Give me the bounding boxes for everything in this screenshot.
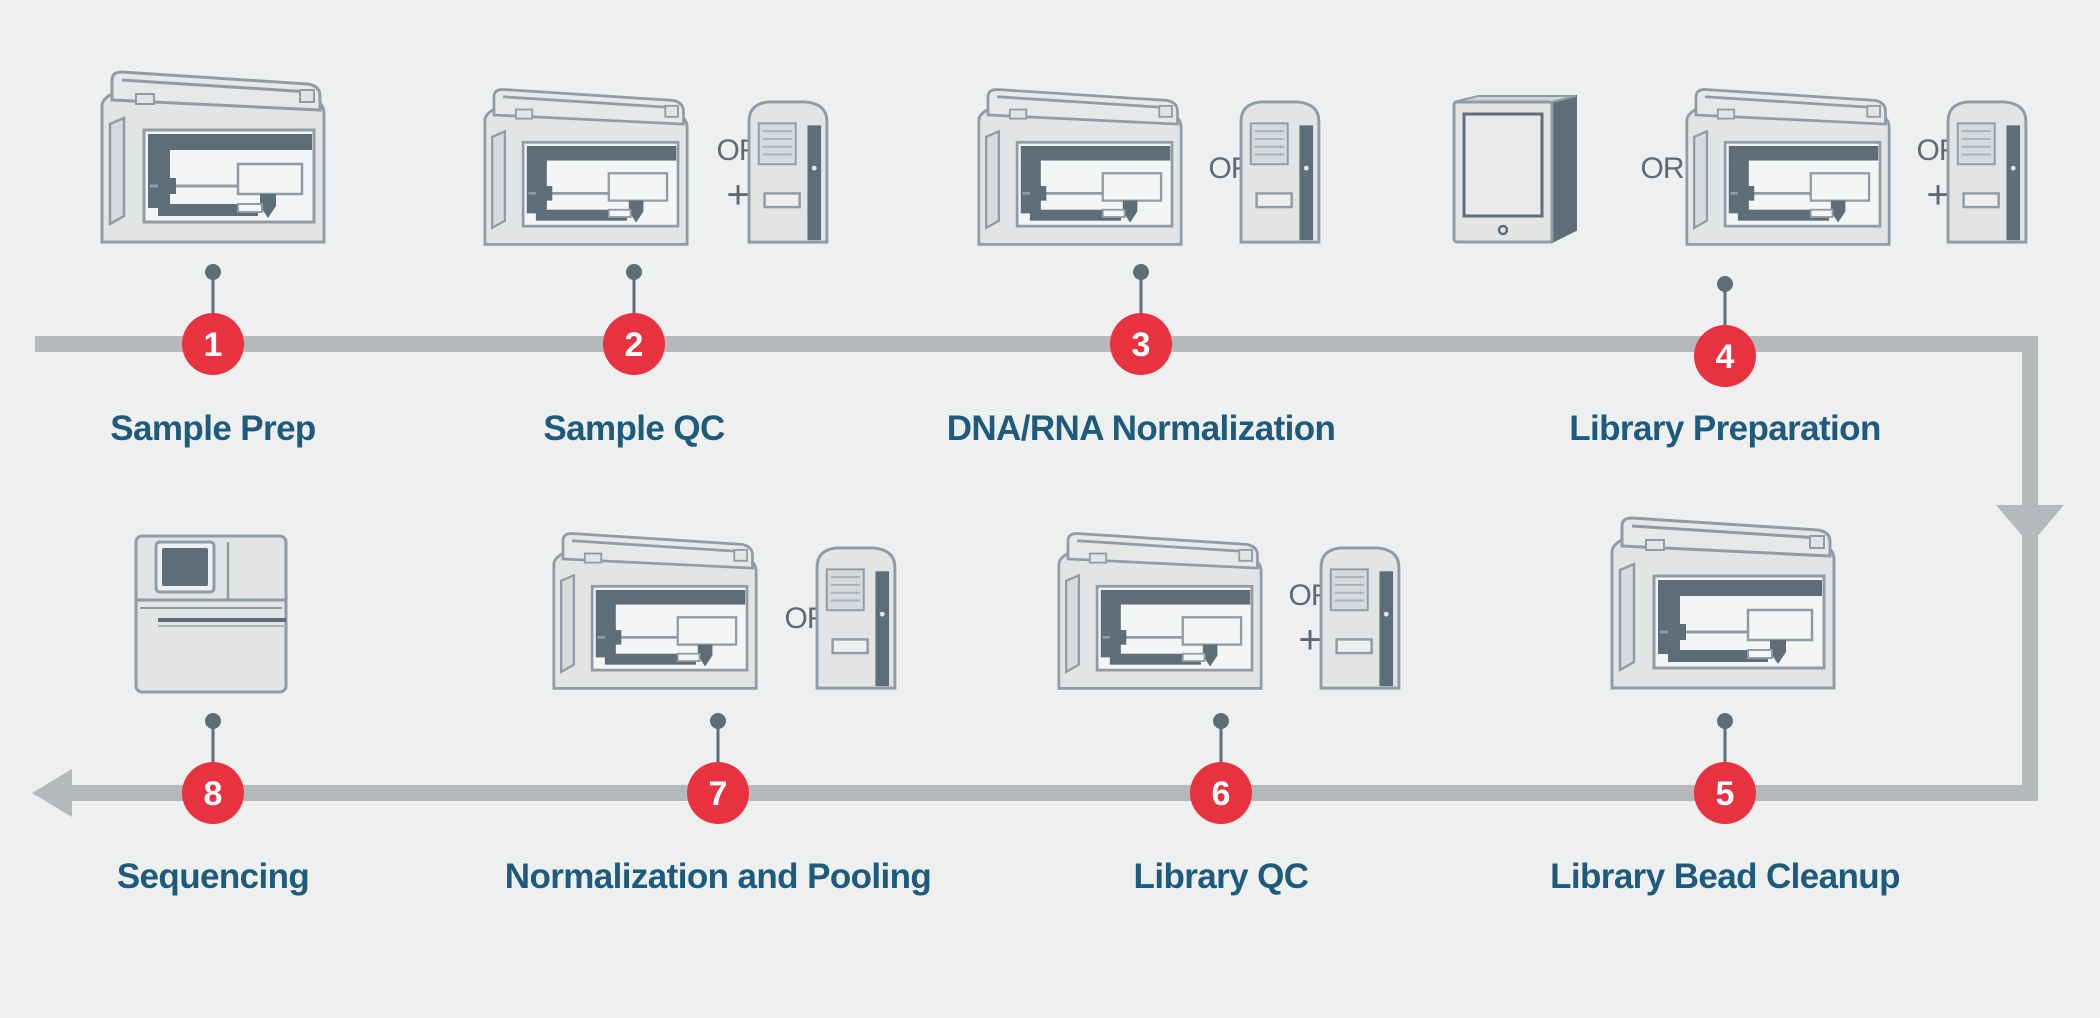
liquid-handler-icon	[1610, 516, 1836, 690]
step-connector-dot	[205, 713, 221, 729]
step-number: 1	[204, 326, 223, 364]
analyzer-icon	[1946, 100, 2028, 244]
step-connector-dot	[710, 713, 726, 729]
step-6-instruments: OR+	[1057, 531, 1401, 690]
step-number-badge	[687, 762, 749, 824]
step-8-instruments	[134, 534, 288, 694]
step-connector-dot	[1133, 264, 1149, 280]
liquid-handler-icon	[1685, 87, 1891, 246]
step-number-badge	[182, 313, 244, 375]
flow-line	[35, 336, 2038, 801]
analyzer-icon	[1319, 546, 1401, 690]
plus-connector: +	[1926, 173, 1949, 217]
analyzer-icon	[1239, 100, 1321, 244]
liquid-handler-icon	[1057, 531, 1263, 690]
step-label: Sample Prep	[110, 409, 315, 448]
step-number-badge	[603, 313, 665, 375]
liquid-handler-icon	[552, 531, 758, 690]
step-1-instruments	[100, 70, 326, 244]
step-number-badge	[1694, 325, 1756, 387]
step-number-badge	[1694, 762, 1756, 824]
step-number: 6	[1212, 775, 1231, 813]
step-label: Normalization and Pooling	[505, 857, 931, 896]
step-5-instruments	[1610, 516, 1836, 690]
step-2-instruments: OR+	[483, 87, 829, 246]
step-number-badge	[1110, 313, 1172, 375]
step-label: DNA/RNA Normalization	[947, 409, 1336, 448]
step-number-badge	[1190, 762, 1252, 824]
step-number: 7	[709, 775, 728, 813]
workflow-track	[32, 336, 2064, 817]
liquid-handler-icon	[977, 87, 1183, 246]
step-connector-dot	[626, 264, 642, 280]
step-label: Sample QC	[543, 409, 725, 448]
step-connector-dot	[1717, 276, 1733, 292]
analyzer-icon	[747, 100, 829, 244]
step-connector-dot	[1717, 713, 1733, 729]
plus-connector: +	[1298, 618, 1321, 662]
liquid-handler-icon	[100, 70, 326, 244]
thermal-cycler-icon	[1452, 94, 1578, 244]
step-7-instruments: OR	[552, 531, 897, 690]
step-number: 8	[204, 775, 223, 813]
or-connector: OR	[1641, 152, 1684, 185]
liquid-handler-icon	[483, 87, 689, 246]
analyzer-icon	[815, 546, 897, 690]
step-3-instruments: OR	[977, 87, 1321, 246]
sequencer-icon	[134, 534, 288, 694]
step-number: 2	[625, 326, 644, 364]
step-number: 5	[1716, 775, 1735, 813]
step-label: Library Bead Cleanup	[1550, 857, 1900, 896]
step-label: Library QC	[1134, 857, 1309, 896]
step-connector-dot	[1213, 713, 1229, 729]
plus-connector: +	[726, 173, 749, 217]
step-label: Sequencing	[117, 857, 309, 896]
step-number: 4	[1716, 338, 1735, 376]
arrow-down-icon	[1996, 505, 2064, 545]
step-connector-dot	[205, 264, 221, 280]
step-label: Library Preparation	[1569, 409, 1880, 448]
step-number-badge	[182, 762, 244, 824]
arrow-left-icon	[32, 769, 72, 817]
step-number: 3	[1132, 326, 1151, 364]
